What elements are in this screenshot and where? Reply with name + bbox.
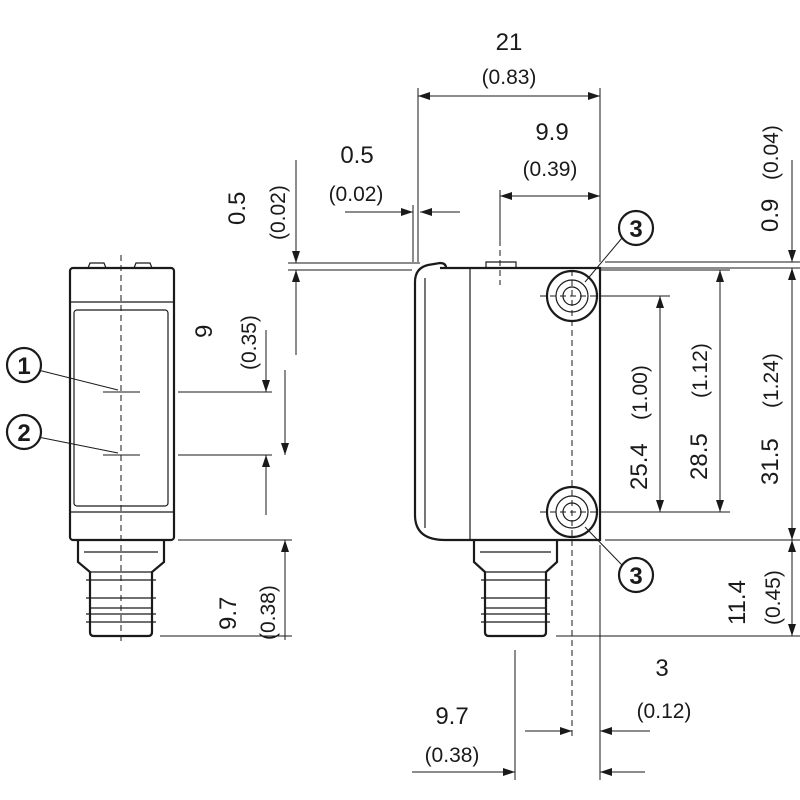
dim-hole-spacing-value: 25.4 [626,443,653,490]
dim-connector-bottom-inch: (0.38) [425,744,480,767]
dim-optical-axis: 9 (0.35) [191,315,270,515]
callout-2-label: 2 [17,420,30,447]
dim-body-height-inch: (1.24) [760,353,783,408]
dim-connector-height: 11.4 (0.45) [724,540,796,636]
side-connector [472,540,559,638]
dim-connector-height-inch: (0.45) [762,570,785,625]
dim-width-total-value: 21 [496,29,523,56]
front-view-housing [68,266,176,542]
callout-3-bottom-label: 3 [629,563,642,590]
callout-3-top-label: 3 [629,216,642,243]
front-extension-lines [160,262,420,637]
dim-top-gap: 0.9 (0.04) [757,125,796,262]
callout-3-bottom: 3 [584,526,655,594]
dim-width-total-inch: (0.83) [482,66,537,89]
dim-lip-depth-value: 0.5 [340,142,373,169]
callout-2-leader [37,436,119,454]
front-view [37,255,176,645]
dim-connector-bottom: 9.7 (0.38) [412,703,645,776]
dim-lip-depth-inch: (0.02) [329,183,384,206]
dim-hole-edge-value: 3 [655,655,668,682]
top-boss [485,261,517,268]
callout-2: 2 [5,413,43,451]
callout-1-leader [37,369,119,391]
dim-top-gap-value: 0.9 [757,199,784,232]
dim-hole-offset: 9.9 (0.39) [500,119,600,200]
callout-1: 1 [5,346,43,384]
dim-optical-axis-inch: (0.35) [238,315,261,370]
dim-hole-spacing: 25.4 (1.00) [626,296,664,512]
dim-body-height: 31.5 (1.24) [757,268,796,540]
dim-lip-height-value: 0.5 [224,192,251,225]
dim-hole-outer: 28.5 (1.12) [600,269,730,513]
dim-body-height-value: 31.5 [757,438,784,485]
side-lip [413,261,448,283]
dim-width-total: 21 (0.83) [418,29,600,100]
dim-hole-offset-value: 9.9 [535,119,568,146]
dim-lip-height: 0.5 (0.02) [224,160,300,355]
front-top-tab-right [133,262,153,269]
dim-hole-edge: 3 (0.12) [525,655,691,735]
callout-3-top: 3 [584,209,655,283]
dim-connector-left-inch: (0.38) [257,585,280,640]
side-view [413,240,605,740]
dim-connector-height-value: 11.4 [724,580,751,625]
side-extension-lines [417,88,800,780]
dim-hole-offset-inch: (0.39) [523,158,578,181]
front-top-tab-left [87,262,107,269]
dim-optical-axis-value: 9 [191,325,218,338]
dim-connector-bottom-value: 9.7 [435,703,468,730]
dim-connector-left: 9.7 (0.38) [215,370,289,640]
dim-hole-outer-inch: (1.12) [689,343,712,398]
dim-top-gap-inch: (0.04) [760,125,783,180]
dim-hole-spacing-inch: (1.00) [629,365,652,420]
dim-connector-left-value: 9.7 [215,597,242,630]
dim-hole-edge-inch: (0.12) [637,700,692,723]
dim-hole-outer-value: 28.5 [686,433,713,480]
callout-1-label: 1 [17,353,30,380]
dim-lip-height-inch: (0.02) [267,185,290,240]
dim-lip-depth: 0.5 (0.02) [329,142,460,262]
side-housing [413,266,602,542]
